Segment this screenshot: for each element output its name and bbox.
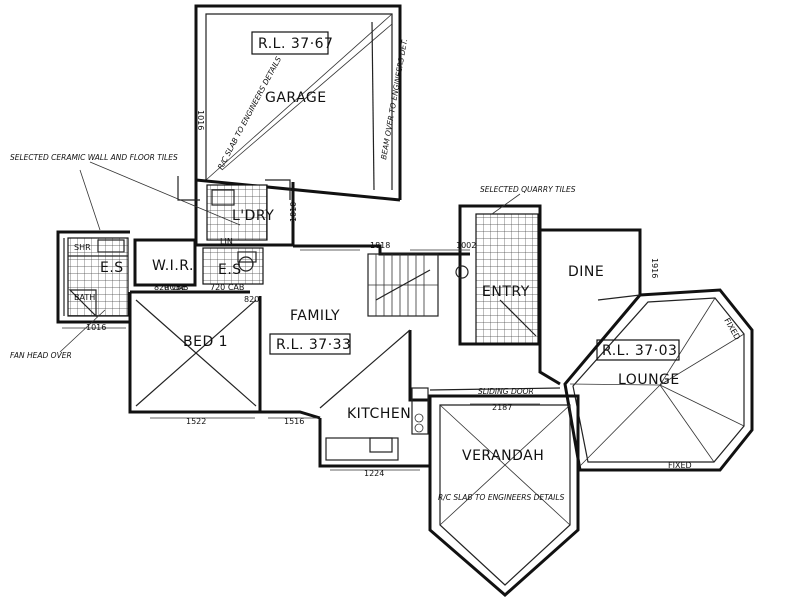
sliding-door-note: SLIDING DOOR (478, 387, 534, 396)
kitchen-label: KITCHEN (347, 406, 411, 422)
family-label: FAMILY (290, 308, 340, 324)
wir-label: W.I.R. (152, 258, 194, 274)
tiles-note: SELECTED CERAMIC WALL AND FLOOR TILES (10, 153, 178, 162)
left-wing (56, 230, 264, 324)
dim-1010: 1010 (289, 202, 298, 222)
bath-label: BATH (74, 293, 95, 302)
kitchen-room (318, 329, 432, 468)
dim-1916: 1916 (650, 258, 659, 278)
verandah-slab-note: R/C SLAB TO ENGINEERS DETAILS (438, 493, 565, 502)
fixed-bottom-label: FIXED (668, 461, 692, 470)
garage-level: R.L. 37·67 (258, 36, 333, 52)
beam-note: BEAM OVER TO ENGINEERS DET. (379, 38, 409, 160)
dine-room (538, 228, 642, 386)
dim-garage-side: 1016 (196, 110, 205, 130)
dim-1516: 1516 (284, 417, 304, 426)
shower-label: SHR (74, 243, 91, 252)
leader-lines (59, 161, 540, 471)
lounge-label: LOUNGE (618, 372, 680, 388)
quarry-note: SELECTED QUARRY TILES (480, 185, 576, 194)
fixed-top-label: FIXED (722, 317, 742, 342)
entry-label: ENTRY (482, 284, 530, 300)
garage-label: GARAGE (265, 90, 327, 106)
dim-720-cab: 720 CAB (210, 283, 244, 292)
robe-label: ROBE (164, 283, 186, 292)
dim-1818: 1818 (370, 241, 390, 250)
ensuite-left-label: E.S (100, 260, 124, 276)
lounge-room (563, 288, 754, 472)
bed1-label: BED 1 (183, 334, 228, 350)
fan-note: FAN HEAD OVER (10, 351, 72, 360)
dine-label: DINE (568, 264, 604, 280)
garage-slab-note: R/C SLAB TO ENGINEERS DETAILS (216, 55, 283, 171)
laundry-room (177, 176, 295, 247)
laundry-label: L'DRY (232, 208, 274, 224)
dim-ens-1016: 1016 (86, 323, 106, 332)
entry-area (455, 204, 542, 346)
stairs (367, 253, 439, 317)
verandah-area (428, 387, 580, 597)
family-level: R.L. 37·33 (276, 337, 351, 353)
garage-level-box (251, 31, 329, 55)
linen-label: LIN (220, 237, 233, 246)
family-level-box (269, 333, 351, 355)
garage-room (194, 4, 402, 202)
dim-820: 820 (244, 295, 259, 304)
dim-1522: 1522 (186, 417, 206, 426)
dim-820-cab: 820 CAB (154, 283, 188, 292)
dim-2187: 2187 (492, 403, 512, 412)
lounge-level: R.L. 37·03 (602, 343, 677, 359)
verandah-label: VERANDAH (462, 448, 544, 464)
dim-1224: 1224 (364, 469, 384, 478)
lounge-level-box (596, 339, 680, 361)
ensuite-mid-label: E.S (218, 262, 242, 278)
dim-1002: 1002 (456, 241, 476, 250)
